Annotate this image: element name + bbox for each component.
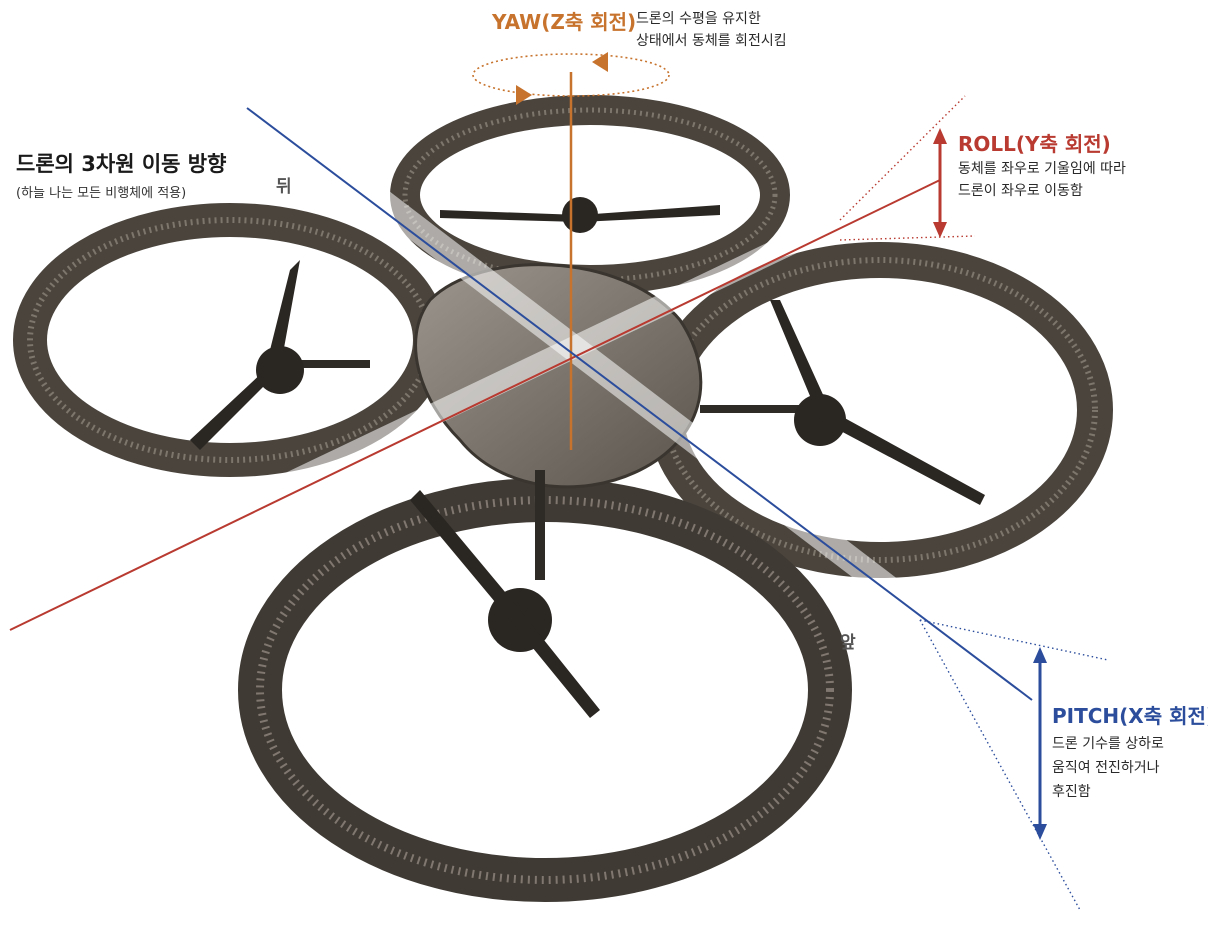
roll-axis	[9, 95, 976, 631]
pitch-arrow-up-icon	[1033, 647, 1047, 663]
roll-description: 동체를 좌우로 기울임에 따라 드론이 좌우로 이동함	[958, 158, 1126, 202]
pitch-desc-line: 움직여 전진하거나	[1052, 760, 1160, 776]
yaw-desc-line: 상태에서 동체를 회전시킴	[636, 33, 787, 49]
propeller-front	[410, 470, 600, 718]
diagram-subtitle: (하늘 나는 모든 비행체에 적용)	[16, 186, 187, 201]
pitch-arrow-down-icon	[1033, 824, 1047, 840]
roll-desc-line: 드론이 좌우로 이동함	[958, 183, 1083, 199]
yaw-arrow-icon-2	[516, 85, 532, 105]
pitch-desc-line: 드론 기수를 상하로	[1052, 736, 1164, 752]
pitch-axis	[246, 107, 1109, 911]
diagram-title: 드론의 3차원 이동 방향	[16, 152, 227, 176]
roll-arrow-up-icon	[933, 128, 947, 144]
yaw-rotation-ellipse	[472, 53, 670, 97]
yaw-title: YAW(Z축 회전)	[492, 10, 637, 34]
yaw-arrow-icon	[592, 52, 608, 72]
yaw-axis	[472, 52, 670, 450]
drone-illustration	[13, 95, 1113, 902]
direction-back-label: 뒤	[276, 177, 292, 197]
roll-title: ROLL(Y축 회전)	[958, 132, 1111, 156]
pitch-desc-line: 후진함	[1052, 784, 1091, 800]
pitch-title: PITCH(X축 회전)	[1052, 704, 1208, 728]
roll-arrow-down-icon	[933, 222, 947, 238]
propeller-rear	[440, 197, 720, 233]
propeller-right	[700, 300, 985, 505]
roll-desc-line: 동체를 좌우로 기울임에 따라	[958, 161, 1126, 177]
direction-front-label: 앞	[840, 633, 856, 653]
propeller-left	[190, 260, 370, 450]
yaw-description: 드론의 수평을 유지한 상태에서 동체를 회전시킴	[636, 8, 787, 52]
yaw-desc-line: 드론의 수평을 유지한	[636, 11, 761, 27]
pitch-description: 드론 기수를 상하로 움직여 전진하거나 후진함	[1052, 732, 1164, 804]
